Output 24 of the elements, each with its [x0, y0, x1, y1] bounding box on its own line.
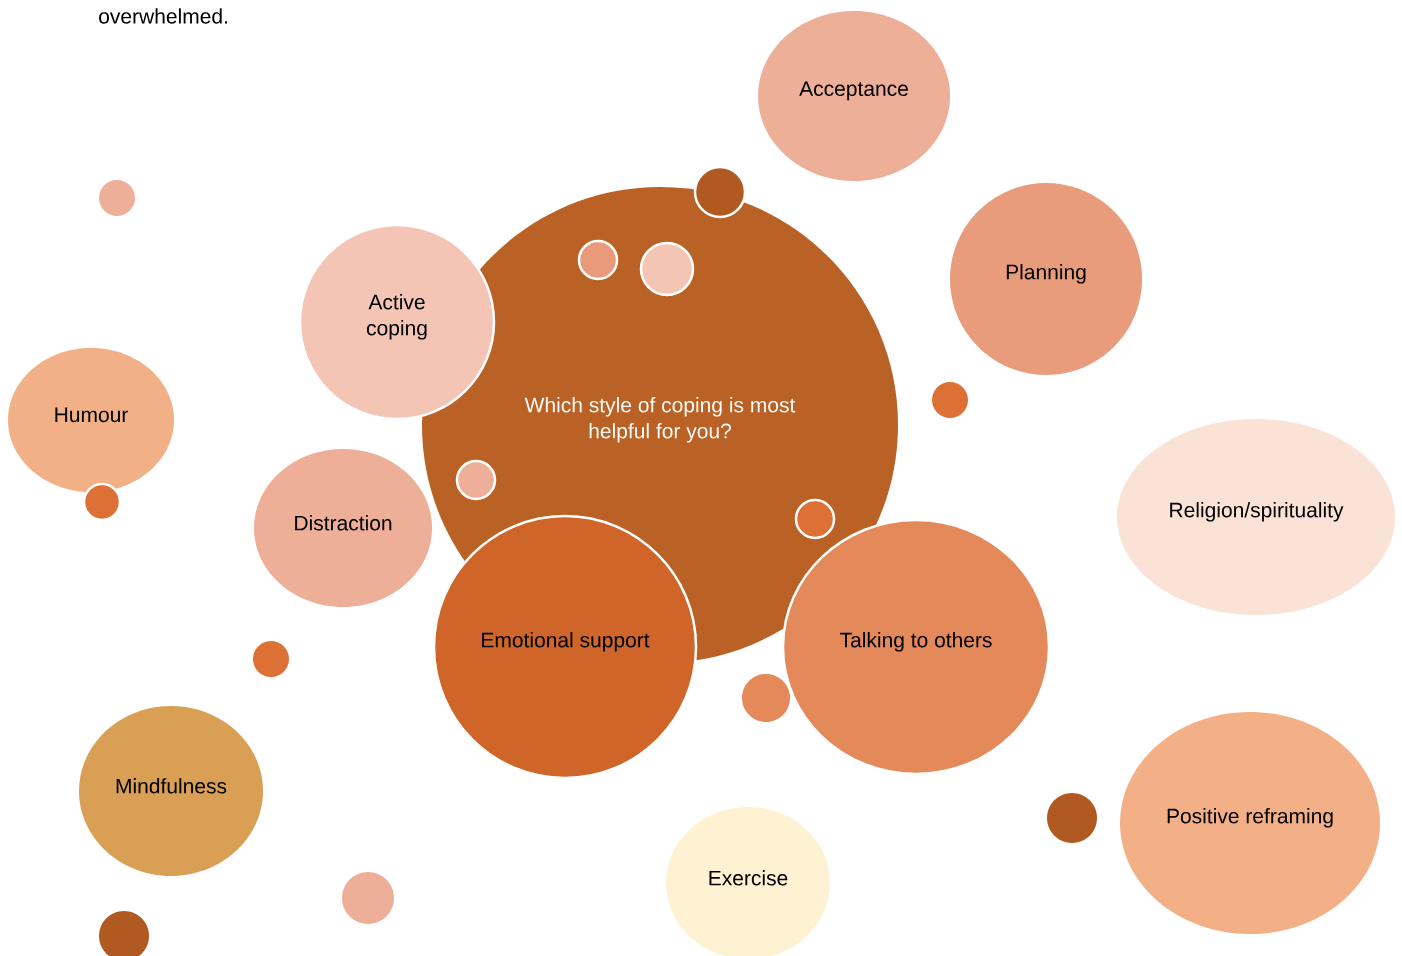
ellipse-bubble: Exercise — [666, 807, 830, 956]
dot — [253, 641, 289, 677]
dot — [577, 239, 619, 281]
dot — [742, 674, 790, 722]
ellipse-bubble: Positive reframing — [1120, 712, 1380, 934]
ellipse-bubble: Talking to others — [781, 518, 1051, 776]
ellipse-bubble: Religion/spirituality — [1117, 419, 1395, 615]
text-line: overwhelmed. — [99, 8, 227, 24]
dot — [794, 498, 836, 540]
dot — [82, 482, 122, 522]
dot — [455, 459, 497, 501]
circle-bubble: Planning — [950, 183, 1142, 375]
dot — [932, 382, 968, 418]
ellipse-bubble: Mindfulness — [79, 706, 263, 876]
dot — [99, 180, 135, 216]
ellipse-bubble: Acceptance — [758, 11, 950, 181]
ellipse-bubble: Distraction — [254, 449, 432, 607]
dot — [693, 165, 747, 219]
dot — [342, 872, 394, 924]
circle-bubble: Active coping — [298, 223, 496, 421]
dot — [639, 241, 695, 297]
ellipse-bubble: Humour — [8, 348, 174, 492]
circle-bubble: Emotional support — [432, 514, 698, 780]
dot — [1047, 793, 1097, 843]
